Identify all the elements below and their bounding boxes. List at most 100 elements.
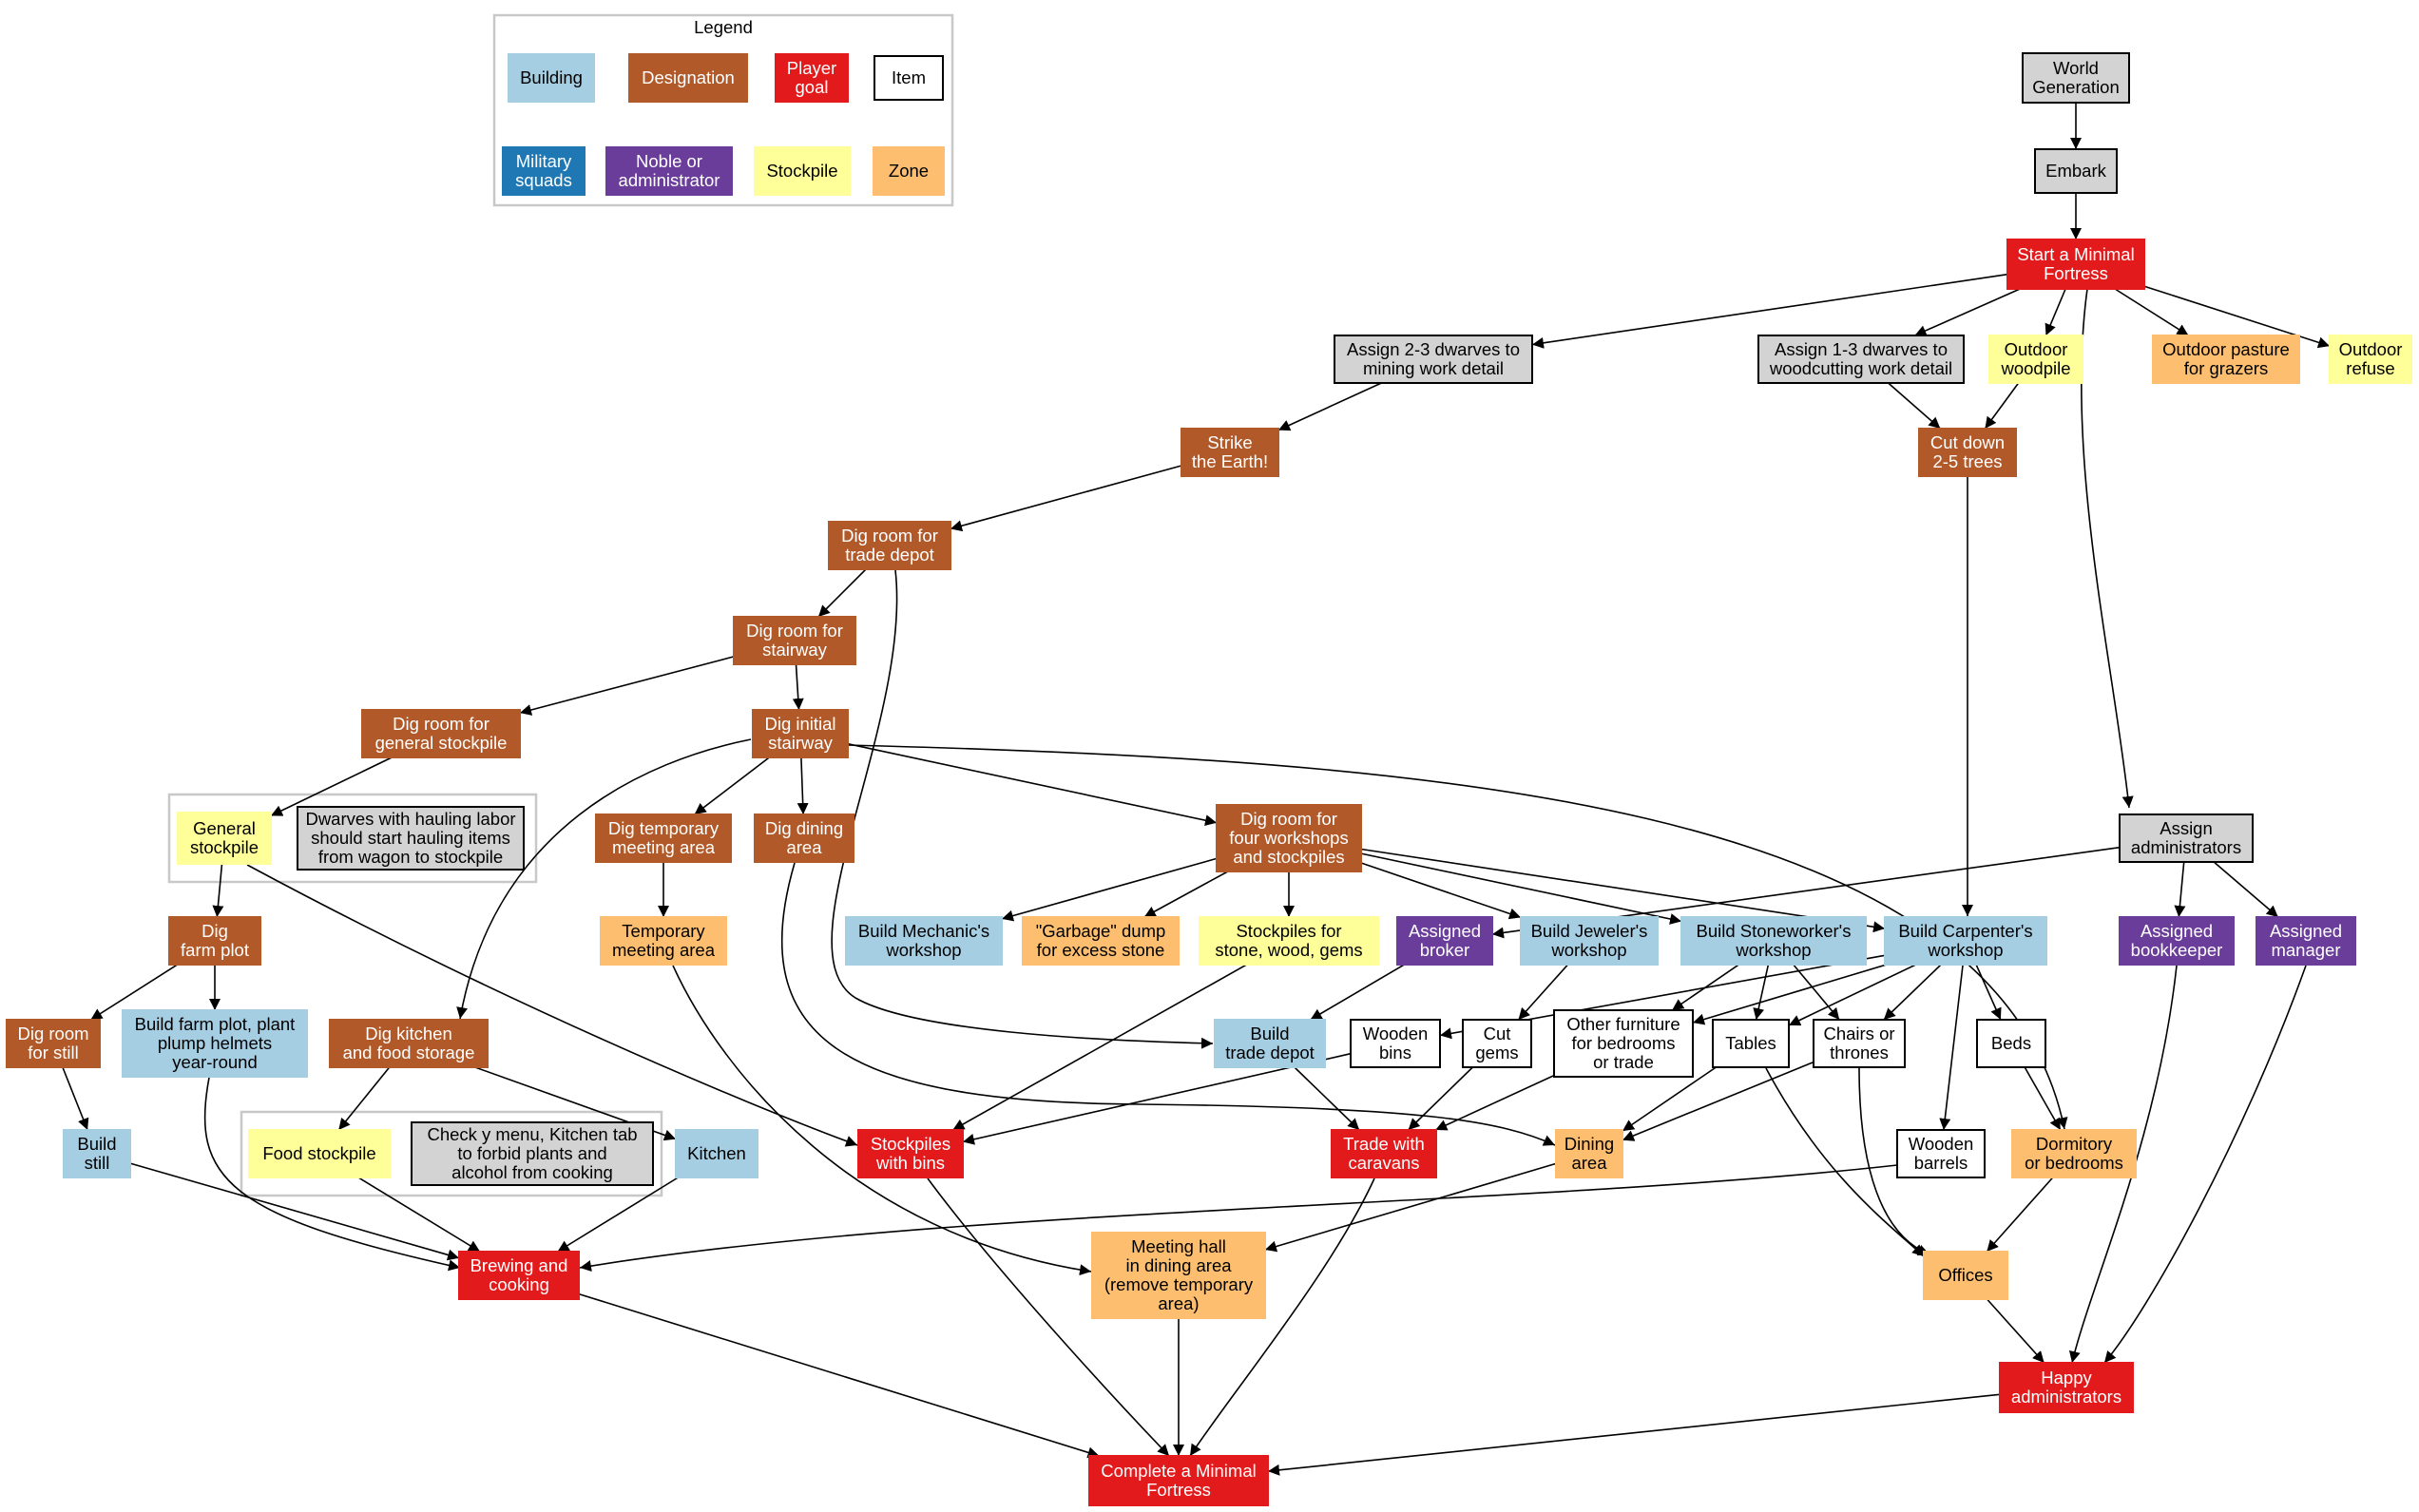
node-digstill-box <box>6 1019 101 1068</box>
node-foodstock-label: Food stockpile <box>262 1143 375 1163</box>
node-complete-box <box>1088 1455 1269 1506</box>
legend-designation-box <box>628 53 748 103</box>
node-embark-label: Embark <box>2045 161 2106 181</box>
edge-barrels-to-brewing <box>579 1164 1898 1272</box>
node-haulnote-box <box>297 806 525 871</box>
edge-foodstock-to-brewing <box>357 1177 481 1253</box>
legend-item: Item <box>874 55 944 101</box>
node-mining-box <box>1334 335 1533 384</box>
edge-digfour-to-carpenter <box>1360 848 1886 933</box>
node-diggen-box <box>361 709 521 758</box>
edge-digstair-to-diggen <box>519 656 735 716</box>
node-buildfarm-box <box>122 1009 308 1078</box>
node-kitchen-box <box>675 1129 758 1178</box>
edge-start-to-mining <box>1531 273 2008 349</box>
node-woodcut-box <box>1757 335 1965 384</box>
node-tables-label: Tables <box>1725 1033 1776 1053</box>
node-tradecar-box <box>1331 1129 1437 1178</box>
edge-layer <box>62 103 2331 1476</box>
legend-item-box <box>874 55 944 101</box>
node-woodbins-box <box>1350 1019 1441 1068</box>
node-tradedepot-box <box>1214 1019 1326 1068</box>
node-chairs-box <box>1813 1019 1906 1068</box>
edge-start-to-woodpile <box>2045 288 2066 336</box>
node-digfour-box <box>1216 804 1362 872</box>
node-diginit-box <box>752 709 849 758</box>
node-manager-box <box>2256 916 2356 966</box>
legend-zone-label: Zone <box>889 161 929 181</box>
edge-diginit-to-digfour <box>847 742 1218 827</box>
edge-woodcut-to-cutdown <box>1888 382 1941 430</box>
edge-jeweler-to-cutgems <box>1517 964 1569 1021</box>
edge-digdepot-to-tradedepot <box>831 569 1214 1049</box>
legend-military-box <box>502 146 586 196</box>
edge-carpenter-to-barrels <box>1939 964 1964 1131</box>
edge-cutgems-to-tradecar <box>1408 1066 1473 1131</box>
edge-brewing-to-complete <box>578 1292 1100 1459</box>
edge-digfour-to-mechanic <box>1001 857 1218 922</box>
legend-building: Building <box>508 53 595 103</box>
edge-start-to-woodcut <box>1914 288 2021 336</box>
edge-digfour-to-jeweler <box>1360 862 1522 920</box>
node-otherfurn-box <box>1553 1009 1694 1078</box>
node-tempmeet-box <box>600 916 727 966</box>
edge-woodbins-to-stockbins <box>962 1052 1352 1145</box>
edge-diginit-to-digtemp <box>694 756 770 815</box>
legend-building-label: Building <box>520 67 583 87</box>
legend-stockpile-label: Stockpile <box>766 161 837 181</box>
node-kitchennote-box <box>411 1121 654 1186</box>
edge-genstock-to-digfarm <box>212 863 224 918</box>
node-digtemp-box <box>595 813 732 863</box>
edge-tables-to-dining <box>1622 1066 1717 1132</box>
node-kitchen-label: Kitchen <box>687 1143 746 1163</box>
node-cutdown-box <box>1918 428 2017 477</box>
legend-building-box <box>508 53 595 103</box>
node-digfarm-box <box>168 916 261 966</box>
edge-tradedepot-to-tradecar <box>1294 1066 1360 1131</box>
node-refuse-box <box>2329 335 2412 384</box>
node-stoneworker-box <box>1680 916 1867 966</box>
node-foodstock: Food stockpile <box>248 1129 391 1178</box>
node-dining-box <box>1555 1129 1623 1178</box>
edge-mining-to-strike <box>1277 382 1382 431</box>
